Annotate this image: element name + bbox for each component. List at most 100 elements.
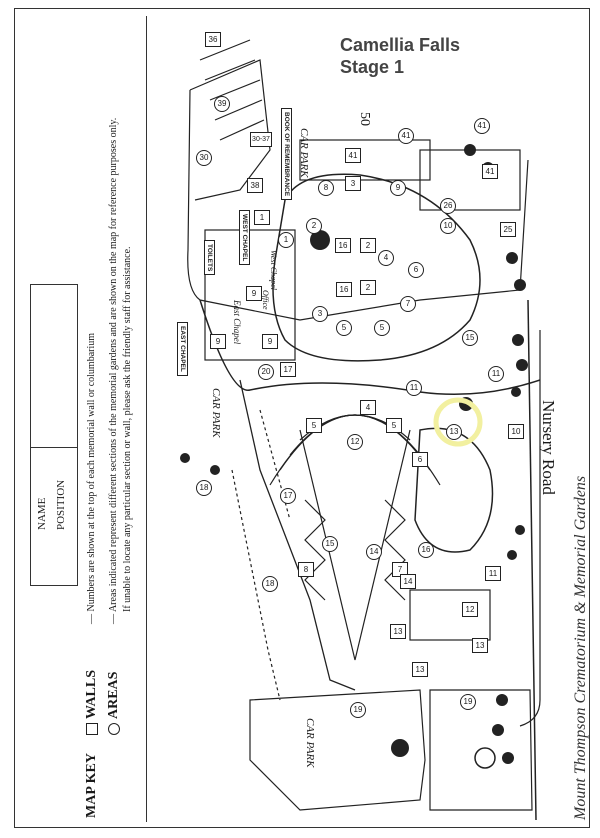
wall-5-b: 5 <box>386 418 402 433</box>
wall-7: 7 <box>392 562 408 577</box>
wall-41: 41 <box>345 148 361 163</box>
wall-38: 38 <box>247 178 263 193</box>
area-17: 17 <box>280 488 296 504</box>
map-title: Camellia Falls Stage 1 <box>340 34 460 78</box>
east-building <box>419 149 521 211</box>
lower-right-building <box>409 589 491 641</box>
wall-13-b: 13 <box>412 662 428 677</box>
tree <box>514 279 526 291</box>
chapel-building <box>204 229 296 361</box>
road-right <box>519 330 541 727</box>
wall-41-b: 41 <box>482 164 498 179</box>
area-19-a: 19 <box>350 702 366 718</box>
wall-16-a: 16 <box>335 238 351 253</box>
road-lower <box>239 379 356 691</box>
road-inner-loop <box>272 173 481 362</box>
east-chapel-inner-label: East Chapel <box>232 300 242 345</box>
wall-zigzag-top <box>199 39 265 141</box>
book-of-remembrance-label: BOOK OF REMEMBRANCE <box>281 108 292 201</box>
nursery-road-label: Nursery Road <box>539 400 558 495</box>
wall-30-37: 30-37 <box>250 132 272 147</box>
wall-6: 6 <box>412 452 428 467</box>
nursery-road-edge <box>527 299 537 821</box>
tree <box>310 230 330 250</box>
east-chapel-label: EAST CHAPEL <box>177 322 188 376</box>
wall-13-a: 13 <box>390 624 406 639</box>
west-chapel-label: WEST CHAPEL <box>239 210 250 266</box>
tree <box>511 387 521 397</box>
wall-2-b: 2 <box>360 280 376 295</box>
title-line-1: Camellia Falls <box>340 35 461 55</box>
area-15-b: 15 <box>322 536 338 552</box>
area-4: 4 <box>378 250 394 266</box>
form-header-box <box>30 284 78 448</box>
title-line-2: Stage 1 <box>340 57 405 77</box>
toilets-label: TOILETS <box>204 240 215 276</box>
map-frame <box>14 8 590 828</box>
tree <box>210 465 220 475</box>
wall-11: 11 <box>485 566 501 581</box>
area-10: 10 <box>440 218 456 234</box>
highlight-marker <box>433 397 483 447</box>
wall-9-a: 9 <box>246 286 262 301</box>
car-park-top-area <box>189 59 271 201</box>
area-16: 16 <box>418 542 434 558</box>
office-label: Office <box>261 290 270 310</box>
area-41: 41 <box>398 128 414 144</box>
wall-16-b: 16 <box>336 282 352 297</box>
sign-50: 50 <box>357 112 372 126</box>
area-18-b: 18 <box>262 576 278 592</box>
road-boundary-top <box>187 89 529 321</box>
area-30: 30 <box>196 150 212 166</box>
area-6: 6 <box>408 262 424 278</box>
area-15: 15 <box>462 330 478 346</box>
area-5-b: 5 <box>374 320 390 336</box>
tree <box>512 334 524 346</box>
wall-1: 1 <box>254 210 270 225</box>
wall-25: 25 <box>500 222 516 237</box>
area-3: 3 <box>312 306 328 322</box>
area-12: 12 <box>347 434 363 450</box>
name-position-form <box>30 444 78 586</box>
wall-9-c: 9 <box>262 334 278 349</box>
tree <box>464 144 476 156</box>
tree <box>507 550 517 560</box>
tree <box>391 739 409 757</box>
area-1: 1 <box>278 232 294 248</box>
tree <box>502 752 514 764</box>
area-18-a: 18 <box>196 480 212 496</box>
falls-rockery <box>414 427 494 553</box>
wall-14: 14 <box>400 574 416 589</box>
area-9: 9 <box>390 180 406 196</box>
wall-row-left-2 <box>259 409 291 521</box>
area-20: 20 <box>258 364 274 380</box>
area-5-a: 5 <box>336 320 352 336</box>
car-park-label-mid: CAR PARK <box>210 388 222 438</box>
map-key-panel <box>24 16 147 822</box>
area-lower-right <box>429 689 533 811</box>
area-8: 8 <box>318 180 334 196</box>
area-26: 26 <box>440 198 456 214</box>
wall-8: 8 <box>298 562 314 577</box>
area-41-b: 41 <box>474 118 490 134</box>
wall-4: 4 <box>360 400 376 415</box>
area-39: 39 <box>214 96 230 112</box>
area-14: 14 <box>366 544 382 560</box>
tree <box>515 525 525 535</box>
zigzag-walls-right <box>384 499 406 601</box>
area-11-b: 11 <box>488 366 504 382</box>
wall-17: 17 <box>280 362 296 377</box>
zigzag-walls-left <box>304 499 326 601</box>
trees <box>180 144 528 764</box>
footer-title: Mount Thompson Crematorium & Memorial Ga… <box>572 475 589 820</box>
area-19-b: 19 <box>460 694 476 710</box>
wall-9-b: 9 <box>210 334 226 349</box>
car-park-bottom-area <box>249 689 426 811</box>
tree <box>506 252 518 264</box>
tree <box>516 359 528 371</box>
tree <box>180 453 190 463</box>
wall-2-a: 2 <box>360 238 376 253</box>
wall-13-c: 13 <box>472 638 488 653</box>
area-11-a: 11 <box>406 380 422 396</box>
